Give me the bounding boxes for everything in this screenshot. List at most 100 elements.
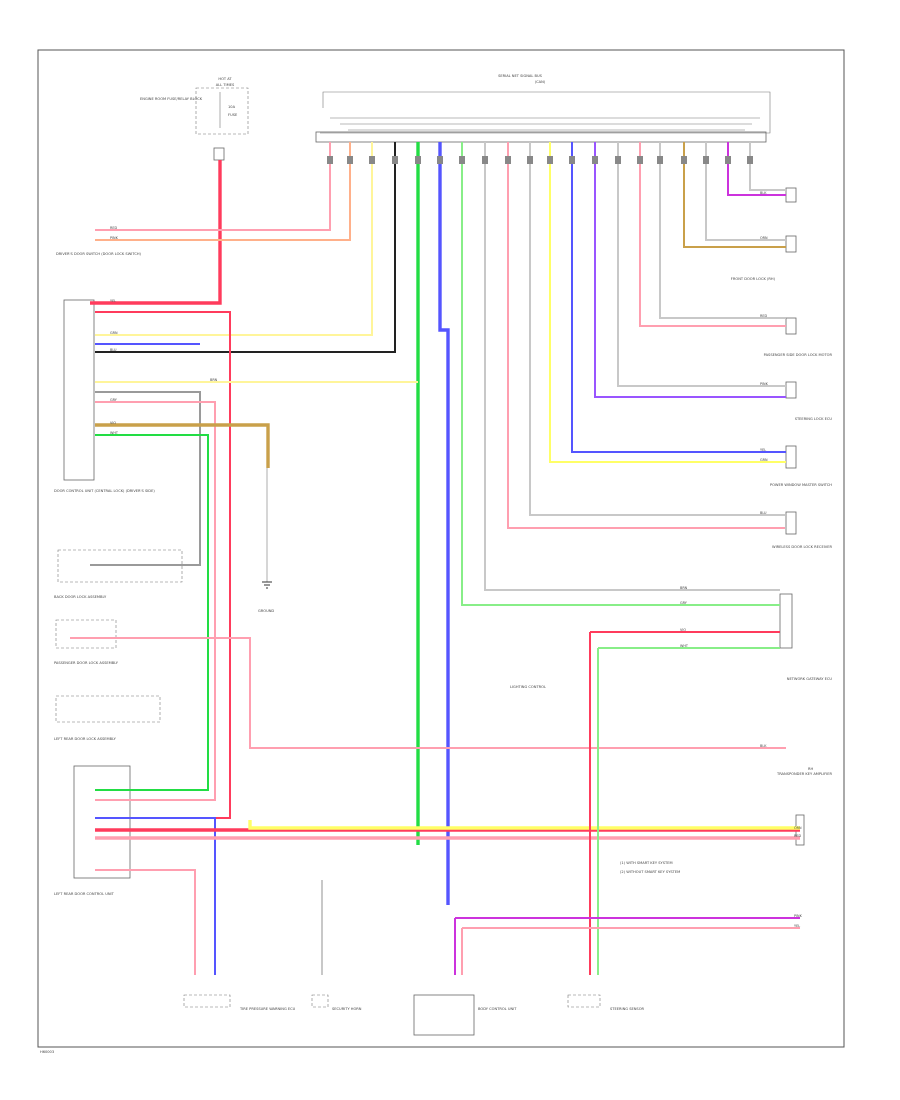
note-2: (2) WITHOUT SMART KEY SYSTEM — [620, 870, 680, 874]
top-pin-1 — [347, 156, 353, 164]
wire-trace-30 — [248, 820, 800, 830]
left-components: DRIVER'S DOOR SWITCH (DOOR LOCK SWITCH) … — [54, 252, 183, 896]
top-pin-4 — [415, 156, 421, 164]
right-component-5: WIRELESS DOOR LOCK RECEIVER — [772, 545, 832, 549]
right-component-3: STEERING LOCK ECU — [795, 417, 833, 421]
wire-trace-7 — [461, 142, 780, 606]
wire-code-label-4: BLU — [110, 348, 117, 352]
note-1: (1) WITH SMART KEY SYSTEM — [620, 861, 673, 865]
fuse-label-1: HOT AT — [218, 77, 232, 81]
wire-trace-25 — [95, 401, 216, 801]
wire-trace-22 — [95, 343, 216, 975]
wire-code-label-6: GRY — [110, 398, 118, 402]
wire-trace-18 — [705, 142, 786, 241]
left-component-5: LEFT REAR DOOR LOCK ASSEMBLY — [54, 737, 117, 741]
right-components: FRONT DOOR LOCK (RH) PASSENGER SIDE DOOR… — [731, 187, 833, 846]
wire-trace-24 — [90, 391, 201, 566]
right-component-2: PASSENGER SIDE DOOR LOCK MOTOR — [764, 353, 833, 357]
top-bus-title: SERIAL NET SIGNAL BUS — [498, 74, 543, 78]
wires — [70, 142, 800, 975]
fuse-sub: FUSE — [228, 113, 238, 117]
wire-code-label-9: BLK — [760, 191, 767, 195]
wire-trace-14 — [617, 142, 786, 387]
wire-code-label-13: YEL — [760, 448, 766, 452]
left-component-6: LEFT REAR DOOR CONTROL UNIT — [54, 892, 115, 896]
wire-trace-10 — [529, 142, 785, 516]
rh-label: RH — [808, 767, 813, 771]
top-pin-17 — [703, 156, 709, 164]
wire-trace-27 — [95, 434, 209, 791]
wire-trace-8 — [484, 142, 780, 591]
ground-symbol: GROUND — [258, 468, 274, 613]
wire-trace-19 — [727, 142, 786, 196]
fuse-block-label: ENGINE ROOM FUSE/RELAY BLOCK — [140, 97, 203, 101]
wire-code-label-11: RED — [760, 314, 767, 318]
wire-code-label-18: VIO — [680, 628, 686, 632]
wire-trace-20 — [749, 142, 786, 191]
left-component-3: BACK DOOR LOCK ASSEMBLY — [54, 595, 107, 599]
fuse-block: HOT AT ALL TIMES 10A FUSE ENGINE ROOM FU… — [140, 77, 249, 161]
wire-trace-13 — [594, 142, 786, 398]
main-left-connector — [63, 299, 95, 481]
top-pin-12 — [592, 156, 598, 164]
wire-code-label-3: GRN — [110, 331, 118, 335]
wire-code-label-2: YEL — [110, 299, 116, 303]
wire-code-label-12: PINK — [760, 382, 769, 386]
pin-labels: RED PINK YEL GRN BLU BRN GRY VIO WHT BLK ORN RED PIN… — [110, 191, 803, 928]
diagram-frame — [37, 49, 845, 1048]
wire-trace-9 — [507, 142, 785, 529]
wire-trace-4 — [95, 142, 396, 353]
left-component-1: DRIVER'S DOOR SWITCH (DOOR LOCK SWITCH) — [56, 252, 142, 256]
wire-code-label-17: GRY — [680, 601, 688, 605]
wire-trace-32 — [95, 869, 196, 975]
wire-trace-2 — [95, 142, 351, 241]
top-pin-5 — [437, 156, 443, 164]
top-pin-14 — [637, 156, 643, 164]
wire-trace-28 — [70, 637, 786, 749]
wire-code-label-23: PINK — [794, 914, 803, 918]
right-component-1: FRONT DOOR LOCK (RH) — [731, 277, 776, 281]
top-bus: SERIAL NET SIGNAL BUS (CAN) — [315, 74, 771, 143]
bottom-components: TIRE PRESSURE WARNING ECU SECURITY HORN … — [183, 994, 645, 1036]
wire-code-label-21: ORN — [794, 826, 802, 830]
wire-code-label-5: BRN — [210, 378, 218, 382]
top-pin-16 — [681, 156, 687, 164]
top-pin-18 — [725, 156, 731, 164]
bottom-component-2: SECURITY HORN — [332, 1007, 362, 1011]
wire-trace-0 — [90, 160, 222, 305]
top-connector-row — [315, 131, 767, 143]
middle-label: LIGHTING CONTROL — [510, 685, 546, 689]
top-bus-subtitle: (CAN) — [535, 80, 546, 84]
wire-code-label-22: RED — [794, 834, 801, 838]
bottom-component-3: BODY CONTROL UNIT — [478, 1007, 517, 1011]
top-pin-2 — [369, 156, 375, 164]
wire-code-label-24: YEL — [794, 924, 800, 928]
wire-trace-15 — [639, 142, 786, 327]
notes: LIGHTING CONTROL (1) WITH SMART KEY SYST… — [40, 685, 813, 1054]
wire-trace-6 — [438, 142, 450, 905]
bottom-component-1: TIRE PRESSURE WARNING ECU — [239, 1007, 296, 1011]
top-pin-11 — [569, 156, 575, 164]
top-pin-0 — [327, 156, 333, 164]
left-component-2: DOOR CONTROL UNIT (CENTRAL LOCK) (DRIVER… — [54, 489, 155, 493]
wire-code-label-0: RED — [110, 226, 117, 230]
wire-code-label-8: WHT — [110, 431, 119, 435]
wire-code-label-1: PINK — [110, 236, 119, 240]
top-pin-10 — [547, 156, 553, 164]
wire-trace-26 — [95, 423, 270, 468]
top-pin-7 — [482, 156, 488, 164]
top-pin-13 — [615, 156, 621, 164]
ground-label: GROUND — [258, 609, 274, 613]
top-pin-3 — [392, 156, 398, 164]
wire-trace-1 — [95, 142, 331, 231]
wire-code-label-19: WHT — [680, 644, 689, 648]
left-component-4: PASSENGER DOOR LOCK ASSEMBLY — [54, 661, 119, 665]
wire-code-label-16: BRN — [680, 586, 688, 590]
top-pin-15 — [657, 156, 663, 164]
wire-trace-11 — [549, 142, 786, 463]
right-component-7: TRANSPONDER KEY AMPLIFIER — [776, 772, 832, 776]
right-component-6: NETWORK GATEWAY ECU — [787, 677, 833, 681]
top-pin-9 — [527, 156, 533, 164]
right-component-4: POWER WINDOW MASTER SWITCH — [770, 483, 832, 487]
wire-trace-12 — [571, 142, 786, 453]
